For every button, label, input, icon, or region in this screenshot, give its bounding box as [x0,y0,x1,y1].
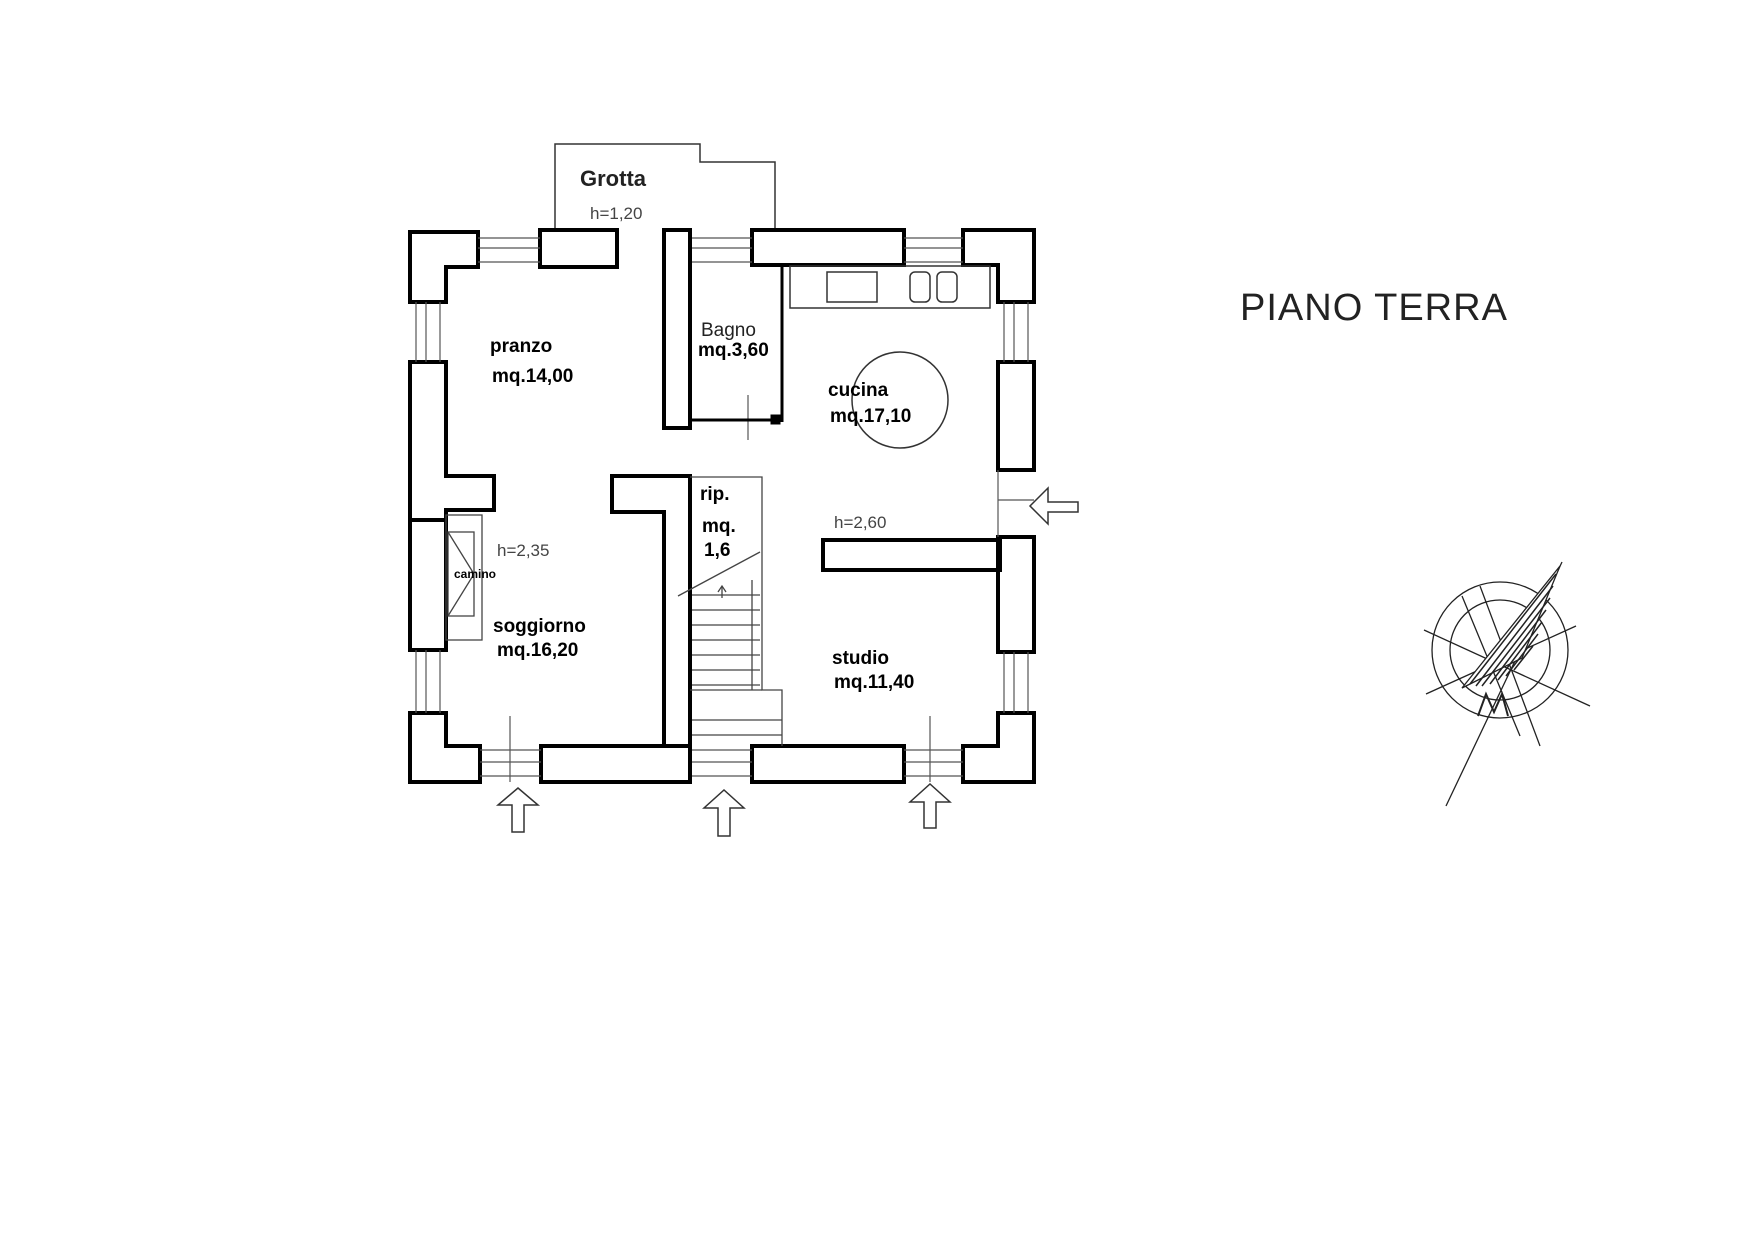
grotta-height: h=1,20 [590,204,642,223]
compass-rose-icon [1423,561,1591,807]
rip-area-2: 1,6 [704,540,730,561]
soggiorno-area: mq.16,20 [497,640,578,661]
windows [415,237,1034,782]
bagno-area: mq.3,60 [698,340,769,361]
rip-area-1: mq. [702,516,736,537]
camino [445,514,483,641]
soggiorno-name: soggiorno [493,616,586,637]
kitchen-counter [789,265,991,309]
plan-title: PIANO TERRA [1240,287,1508,329]
bagno-name: Bagno [701,320,756,341]
soggiorno-height: h=2,35 [497,541,549,560]
rip-name: rip. [700,484,730,505]
stairs [677,476,783,746]
cucina-area: mq.17,10 [830,406,911,427]
studio-area: mq.11,40 [834,672,914,693]
pranzo-area: mq.14,00 [492,366,573,387]
cucina-name: cucina [828,380,889,401]
studio-name: studio [832,648,889,669]
exterior-walls [408,228,1036,784]
dining-table [851,351,949,449]
bagno-wall [690,265,784,425]
pranzo-name: pranzo [490,336,552,357]
grotta-name: Grotta [580,166,647,191]
camino-label: camino [454,567,496,581]
grotta-outline [554,143,776,228]
cucina-height: h=2,60 [834,513,886,532]
entrance-arrow-icon [495,486,1079,837]
